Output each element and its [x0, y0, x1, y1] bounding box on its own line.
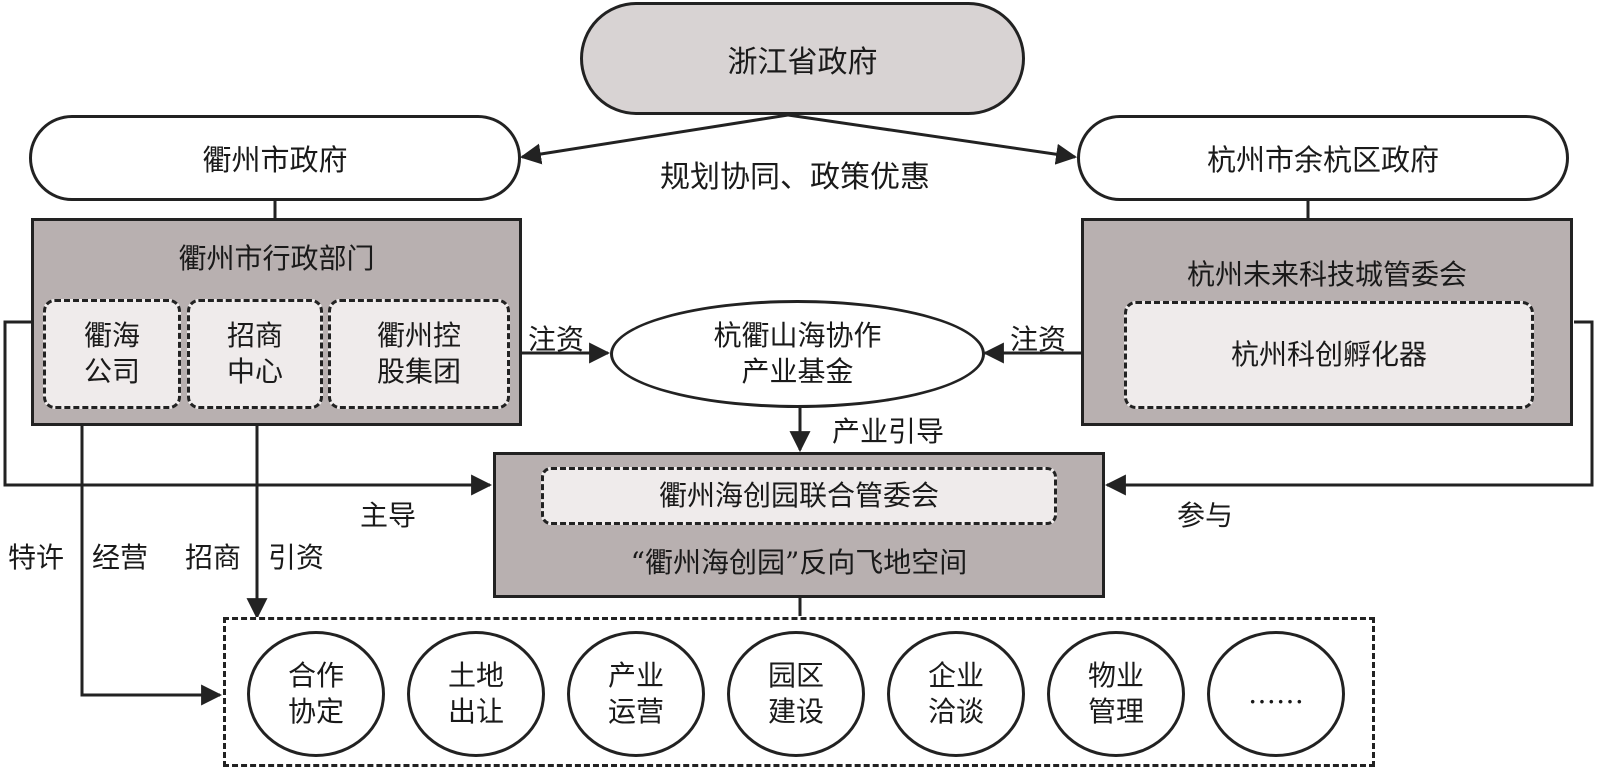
- coordination-label: 规划协同、政策优惠: [660, 160, 930, 195]
- future-city-title: 杭州未来科技城管委会: [1186, 258, 1467, 291]
- inject-right-label: 注资: [1010, 323, 1067, 356]
- holding-group-line1: 衢州控: [376, 319, 461, 352]
- quhai-company-line2: 公司: [83, 355, 140, 388]
- activity-circle: 园区建设: [727, 631, 865, 757]
- activity-label: 物业: [1087, 659, 1144, 692]
- participate-label: 参与: [1177, 499, 1234, 532]
- joint-committee-label: 衢州海创园联合管委会: [658, 479, 939, 512]
- activity-label: 洽谈: [927, 695, 984, 728]
- incubator-box: 杭州科创孵化器: [1124, 301, 1534, 409]
- arrow-zhejiang-yuhang: [787, 113, 1078, 165]
- activity-label: 企业: [927, 659, 984, 692]
- activity-label: 管理: [1087, 695, 1144, 728]
- holding-group-line2: 股集团: [376, 355, 461, 388]
- arrow-franchise: [80, 406, 223, 706]
- inject-left-label: 注资: [528, 323, 585, 356]
- activity-circle: ……: [1207, 631, 1345, 757]
- fund-line1: 杭衢山海协作: [713, 319, 882, 352]
- invest-center-line2: 中心: [226, 355, 283, 388]
- operate-label: 经营: [92, 541, 149, 574]
- activity-label: 运营: [607, 695, 664, 728]
- quzhou-admin-title: 衢州市行政部门: [178, 242, 375, 275]
- invest-center-box: 招商 中心: [187, 299, 323, 409]
- activity-label: 出让: [447, 695, 504, 728]
- enclave-title: “衢州海创园”反向飞地空间: [630, 546, 968, 579]
- activity-circle: 企业洽谈: [887, 631, 1025, 757]
- activity-label: 园区: [767, 659, 824, 692]
- quzhou-government-label: 衢州市政府: [202, 143, 348, 177]
- activity-circle: 产业运营: [567, 631, 705, 757]
- arrow-lead: [3, 320, 493, 496]
- activity-label: ……: [1248, 677, 1304, 710]
- future-city-panel: 杭州未来科技城管委会 杭州科创孵化器: [1081, 218, 1573, 426]
- enclave-panel: 衢州海创园联合管委会 “衢州海创园”反向飞地空间: [493, 452, 1105, 598]
- arrow-participate: [1104, 320, 1594, 496]
- fund-node: 杭衢山海协作 产业基金: [610, 300, 985, 408]
- activity-circle: 土地出让: [407, 631, 545, 757]
- quzhou-government-node: 衢州市政府: [29, 115, 521, 201]
- yuhang-government-label: 杭州市余杭区政府: [1206, 143, 1439, 177]
- activity-circle: 物业管理: [1047, 631, 1185, 757]
- activity-label: 协定: [287, 695, 344, 728]
- activity-label: 合作: [287, 659, 344, 692]
- invest-center-line1: 招商: [226, 319, 283, 352]
- activity-circle: 合作协定: [247, 631, 385, 757]
- incubator-label: 杭州科创孵化器: [1230, 338, 1427, 371]
- franchise-label: 特许: [8, 541, 65, 574]
- joint-committee-box: 衢州海创园联合管委会: [541, 467, 1057, 525]
- industry-guide-label: 产业引导: [832, 415, 945, 448]
- investment-label: 引资: [268, 541, 325, 574]
- lead-label: 主导: [360, 499, 417, 532]
- activity-label: 建设: [767, 695, 824, 728]
- attract-label: 招商: [185, 541, 242, 574]
- yuhang-government-node: 杭州市余杭区政府: [1077, 115, 1569, 201]
- quzhou-admin-panel: 衢州市行政部门 衢海 公司 招商 中心 衢州控 股集团: [31, 218, 522, 426]
- activity-label: 产业: [607, 659, 664, 692]
- zhejiang-government-label: 浙江省政府: [727, 44, 878, 80]
- quhai-company-line1: 衢海: [83, 319, 140, 352]
- quhai-company-box: 衢海 公司: [43, 299, 181, 409]
- fund-line2: 产业基金: [741, 355, 854, 388]
- arrow-zhejiang-quzhou: [519, 113, 789, 165]
- zhejiang-government-node: 浙江省政府: [580, 2, 1025, 115]
- activity-label: 土地: [447, 659, 504, 692]
- holding-group-box: 衢州控 股集团: [328, 299, 510, 409]
